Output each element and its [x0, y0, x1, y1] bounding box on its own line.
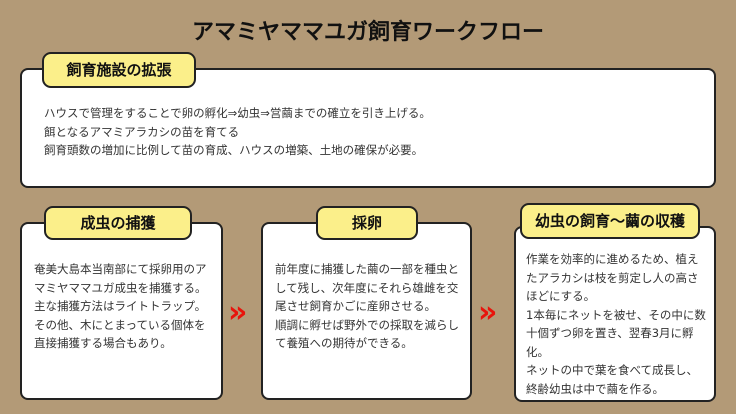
step-label-egg-collection: 採卵 — [316, 206, 418, 240]
step-text: 奄美大島本当南部にて採卵用のアマミヤママユガ成虫を捕獲する。 主な捕獲方法はライ… — [34, 262, 207, 350]
step-text: 作業を効率的に進めるため、植えたアラカシは枝を剪定し人の高さほどにする。 1本毎… — [526, 252, 706, 396]
facility-expansion-box: ハウスで管理をすることで卵の孵化⇒幼虫⇒営繭までの確立を引き上げる。 餌となるア… — [20, 68, 716, 188]
step-text: 前年度に捕獲した繭の一部を種虫として残し、次年度にそれら雄雌を交尾させ飼育かごに… — [275, 262, 459, 350]
page-title: アマミヤママユガ飼育ワークフロー — [191, 20, 544, 45]
step-box-larva-rearing: 作業を効率的に進めるため、植えたアラカシは枝を剪定し人の高さほどにする。 1本毎… — [514, 226, 716, 402]
step-label-adult-capture: 成虫の捕獲 — [44, 206, 192, 240]
step-label-larva-rearing: 幼虫の飼育〜繭の収穫 — [520, 203, 700, 239]
facility-line: 餌となるアマミアラカシの苗を育てる — [44, 124, 240, 139]
flow-arrow-icon: » — [228, 295, 248, 330]
step-box-adult-capture: 奄美大島本当南部にて採卵用のアマミヤママユガ成虫を捕獲する。 主な捕獲方法はライ… — [20, 222, 223, 400]
facility-line: 飼育頭数の増加に比例して苗の育成、ハウスの増築、土地の確保が必要。 — [44, 143, 424, 157]
flow-arrow-icon: » — [478, 295, 498, 330]
facility-expansion-label: 飼育施設の拡張 — [42, 52, 196, 88]
facility-line: ハウスで管理をすることで卵の孵化⇒幼虫⇒営繭までの確立を引き上げる。 — [44, 106, 431, 120]
step-box-egg-collection: 前年度に捕獲した繭の一部を種虫として残し、次年度にそれら雄雌を交尾させ飼育かごに… — [261, 222, 472, 400]
